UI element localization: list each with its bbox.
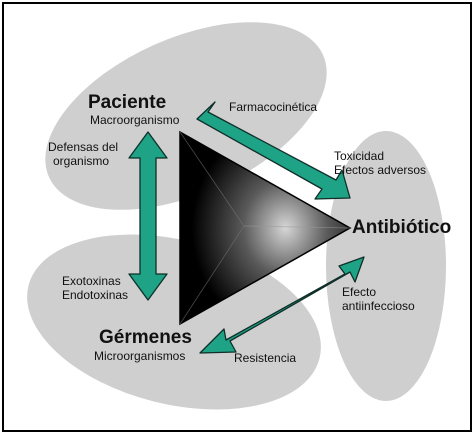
label-toxicidad-line1: Toxicidad bbox=[334, 149, 385, 163]
label-resistencia: Resistencia bbox=[234, 351, 297, 365]
label-toxicidad-line2: Efectos adversos bbox=[334, 162, 427, 177]
node-paciente-subtitle: Macroorganismo bbox=[90, 113, 180, 127]
arrow-farmacocinetica bbox=[196, 101, 351, 200]
label-efecto: Efecto antiinfeccioso bbox=[342, 285, 415, 314]
label-exotoxinas-line1: Exotoxinas bbox=[62, 274, 121, 288]
label-farmacocinetica: Farmacocinética bbox=[229, 100, 318, 114]
ellipse-antibiotico bbox=[326, 131, 446, 401]
diagram-frame: Paciente Macroorganismo Gérmenes Microor… bbox=[2, 2, 472, 432]
node-germenes-subtitle: Microorganismos bbox=[94, 349, 186, 363]
arrow-defensas bbox=[128, 131, 168, 301]
central-triangle bbox=[179, 130, 352, 326]
arrow-resistencia bbox=[199, 256, 365, 354]
label-defensas: Defensas del organismo bbox=[48, 140, 119, 169]
label-toxicidad: Toxicidad Efectos adversos bbox=[334, 149, 427, 178]
ellipse-paciente bbox=[45, 22, 327, 210]
node-antibiotico-title: Antibiótico bbox=[352, 217, 452, 238]
diagram-canvas bbox=[27, 22, 446, 410]
label-defensas-line1: Defensas del bbox=[48, 140, 119, 154]
node-paciente-title: Paciente bbox=[88, 92, 167, 113]
node-germenes-title: Gérmenes bbox=[99, 327, 192, 348]
label-efecto-line1: Efecto bbox=[342, 285, 377, 299]
label-exotoxinas: Exotoxinas Endotoxinas bbox=[62, 274, 129, 303]
label-efecto-line2: antiinfeccioso bbox=[342, 298, 415, 313]
label-exotoxinas-line2: Endotoxinas bbox=[62, 287, 129, 302]
label-defensas-line2: organismo bbox=[53, 153, 110, 168]
